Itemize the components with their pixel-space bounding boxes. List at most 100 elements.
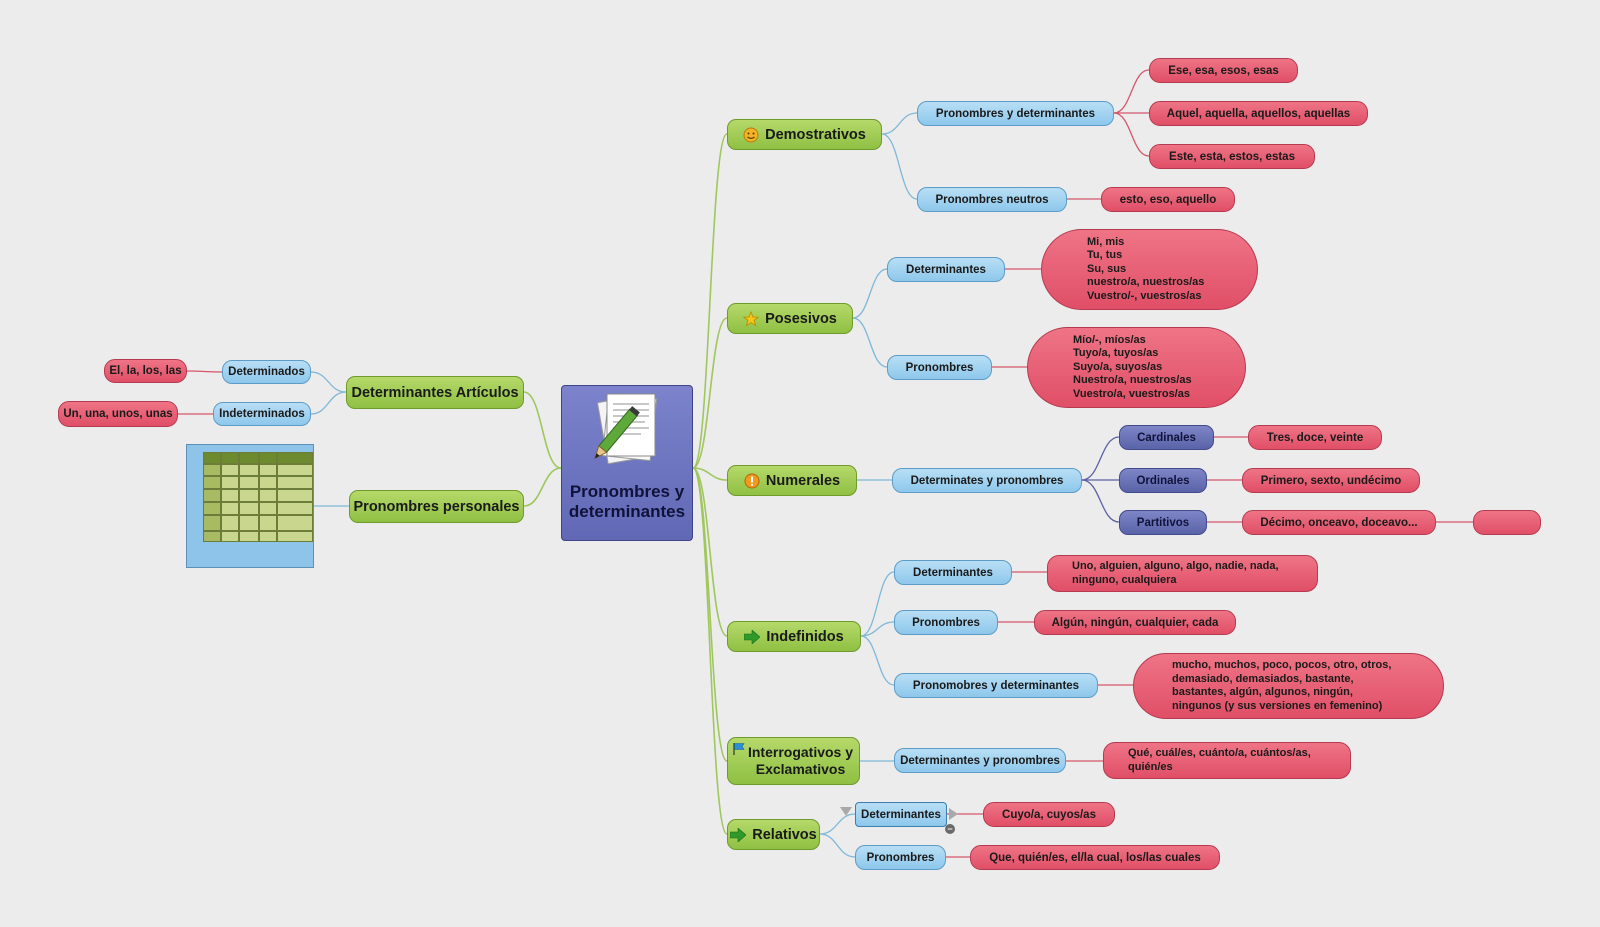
table-cell xyxy=(239,476,259,489)
pronombres-personales-node[interactable]: Pronombres personales xyxy=(349,490,524,523)
link-articulos-determinados xyxy=(310,371,347,393)
link-demostrativos-neutros xyxy=(881,133,918,200)
interrogativos-list-node[interactable]: Qué, cuál/es, cuánto/a, cuántos/as, quié… xyxy=(1103,742,1351,779)
node-label: Ese, esa, esos, esas xyxy=(1168,64,1279,77)
indefinidos-determinantes-list-node[interactable]: Uno, alguien, alguno, algo, nadie, nada,… xyxy=(1047,555,1318,592)
node-label: Pronombres xyxy=(866,851,935,864)
demostrativos-esto-node[interactable]: esto, eso, aquello xyxy=(1101,187,1235,212)
table-cell xyxy=(277,452,313,464)
table-cell xyxy=(221,476,239,489)
table-cell xyxy=(277,531,313,542)
cardinales-node[interactable]: Cardinales xyxy=(1119,425,1214,450)
table-cell xyxy=(221,531,239,542)
node-label: esto, eso, aquello xyxy=(1119,193,1217,206)
node-label: Determinantes xyxy=(913,566,993,579)
link-central-articulos xyxy=(523,391,562,469)
link-relativos-determinantes xyxy=(819,813,856,835)
ordinales-example-node[interactable]: Primero, sexto, undécimo xyxy=(1242,468,1420,493)
table-cell xyxy=(259,476,277,489)
node-label: Indefinidos xyxy=(766,628,844,645)
link-articulos-indeterminados xyxy=(310,391,347,415)
table-cell xyxy=(203,502,221,515)
relativos-pronombres-example-node[interactable]: Que, quién/es, el/la cual, los/las cuale… xyxy=(970,845,1220,870)
interrogativos-det-pron-node[interactable]: Determinantes y pronombres xyxy=(894,748,1066,773)
posesivos-pronombres-node[interactable]: Pronombres xyxy=(887,355,992,380)
list-line: Tu, tus xyxy=(1087,249,1123,262)
indefinidos-pronombres-example-node[interactable]: Algún, ningún, cualquier, cada xyxy=(1034,610,1236,635)
table-cell xyxy=(277,476,313,489)
node-label: Pronombres xyxy=(905,361,974,374)
link-relativos-pronombres xyxy=(819,833,856,858)
determinantes-articulos-node[interactable]: Determinantes Artículos xyxy=(346,376,524,409)
ordinales-node[interactable]: Ordinales xyxy=(1119,468,1207,493)
indeterminados-example-node[interactable]: Un, una, unos, unas xyxy=(58,401,178,427)
link-pron-det-este xyxy=(1113,112,1150,157)
node-label: Indeterminados xyxy=(219,408,305,420)
table-cell xyxy=(221,464,239,476)
document-pencil-icon xyxy=(585,386,669,478)
node-label: Determinates y pronombres xyxy=(910,474,1064,487)
partitivos-empty-node[interactable] xyxy=(1473,510,1541,535)
collapse-toggle-icon[interactable] xyxy=(840,807,852,816)
indefinidos-determinantes-node[interactable]: Determinantes xyxy=(894,560,1012,585)
central-title: Pronombres y determinantes xyxy=(568,482,686,521)
list-line: Uno, alguien, alguno, algo, nadie, nada, xyxy=(1072,560,1279,572)
node-label: Interrogativos y Exclamativos xyxy=(747,744,854,777)
node-label: Partitivos xyxy=(1136,516,1190,529)
table-cell xyxy=(259,502,277,515)
flag-icon xyxy=(732,742,746,756)
node-label: Cuyo/a, cuyos/as xyxy=(1002,808,1096,821)
expand-toggle-icon[interactable] xyxy=(949,808,958,820)
central-node[interactable]: Pronombres y determinantes xyxy=(561,385,693,541)
node-label: Un, una, unos, unas xyxy=(63,408,173,420)
relativos-node[interactable]: Relativos xyxy=(727,819,820,850)
node-label: Relativos xyxy=(752,826,817,843)
interrogativos-node[interactable]: Interrogativos y Exclamativos xyxy=(727,737,860,785)
cardinales-example-node[interactable]: Tres, doce, veinte xyxy=(1248,425,1382,450)
demostrativos-ese-node[interactable]: Ese, esa, esos, esas xyxy=(1149,58,1298,83)
numerales-det-pron-node[interactable]: Determinates y pronombres xyxy=(892,468,1082,493)
table-cell xyxy=(277,502,313,515)
numerales-node[interactable]: Numerales xyxy=(727,465,857,496)
link-central-personales xyxy=(523,467,562,507)
list-line: demasiado, demasiados, bastante, xyxy=(1172,672,1354,685)
remove-icon[interactable]: − xyxy=(945,824,955,834)
relativos-determinantes-example-node[interactable]: Cuyo/a, cuyos/as xyxy=(983,802,1115,827)
demostrativos-neutros-node[interactable]: Pronombres neutros xyxy=(917,187,1067,212)
table-cell xyxy=(277,515,313,531)
node-label: Pronombres personales xyxy=(353,498,520,515)
determinados-example-node[interactable]: El, la, los, las xyxy=(104,359,187,383)
list-line: ninguno, cualquiera xyxy=(1072,573,1177,586)
posesivos-determinantes-node[interactable]: Determinantes xyxy=(887,257,1005,282)
table-cell xyxy=(203,452,221,464)
relativos-pronombres-node[interactable]: Pronombres xyxy=(855,845,946,870)
indeterminados-node[interactable]: Indeterminados xyxy=(213,402,311,426)
indefinidos-pron-det-node[interactable]: Pronomobres y determinantes xyxy=(894,673,1098,698)
table-cell xyxy=(277,464,313,476)
link-indefinidos-pronombres xyxy=(860,621,895,637)
demostrativos-node[interactable]: Demostrativos xyxy=(727,119,882,150)
partitivos-example-node[interactable]: Décimo, onceavo, doceavo... xyxy=(1242,510,1436,535)
table-cell xyxy=(203,464,221,476)
pronoun-table-thumbnail[interactable] xyxy=(186,444,314,568)
posesivos-determinantes-list-node[interactable]: Mi, mis Tu, tus Su, sus nuestro/a, nuest… xyxy=(1041,229,1258,310)
demostrativos-pron-det-node[interactable]: Pronombres y determinantes xyxy=(917,101,1114,126)
link-determinados-example xyxy=(186,370,223,373)
indefinidos-node[interactable]: Indefinidos xyxy=(727,621,861,652)
posesivos-pronombres-list-node[interactable]: Mío/-, míos/as Tuyo/a, tuyos/as Suyo/a, … xyxy=(1027,327,1246,408)
indefinidos-pronombres-node[interactable]: Pronombres xyxy=(894,610,998,635)
table-cell xyxy=(221,489,239,502)
posesivos-node[interactable]: Posesivos xyxy=(727,303,853,334)
list-line: nuestro/a, nuestros/as xyxy=(1087,276,1205,289)
partitivos-node[interactable]: Partitivos xyxy=(1119,510,1207,535)
indefinidos-pron-det-list-node[interactable]: mucho, muchos, poco, pocos, otro, otros,… xyxy=(1133,653,1444,719)
demostrativos-este-node[interactable]: Este, esta, estos, estas xyxy=(1149,144,1315,169)
table-cell xyxy=(259,531,277,542)
relativos-determinantes-node[interactable]: Determinantes xyxy=(855,802,947,827)
exclamation-icon xyxy=(744,473,760,489)
node-label: Pronombres xyxy=(912,616,980,629)
determinados-node[interactable]: Determinados xyxy=(222,360,311,384)
demostrativos-aquel-node[interactable]: Aquel, aquella, aquellos, aquellas xyxy=(1149,101,1368,126)
